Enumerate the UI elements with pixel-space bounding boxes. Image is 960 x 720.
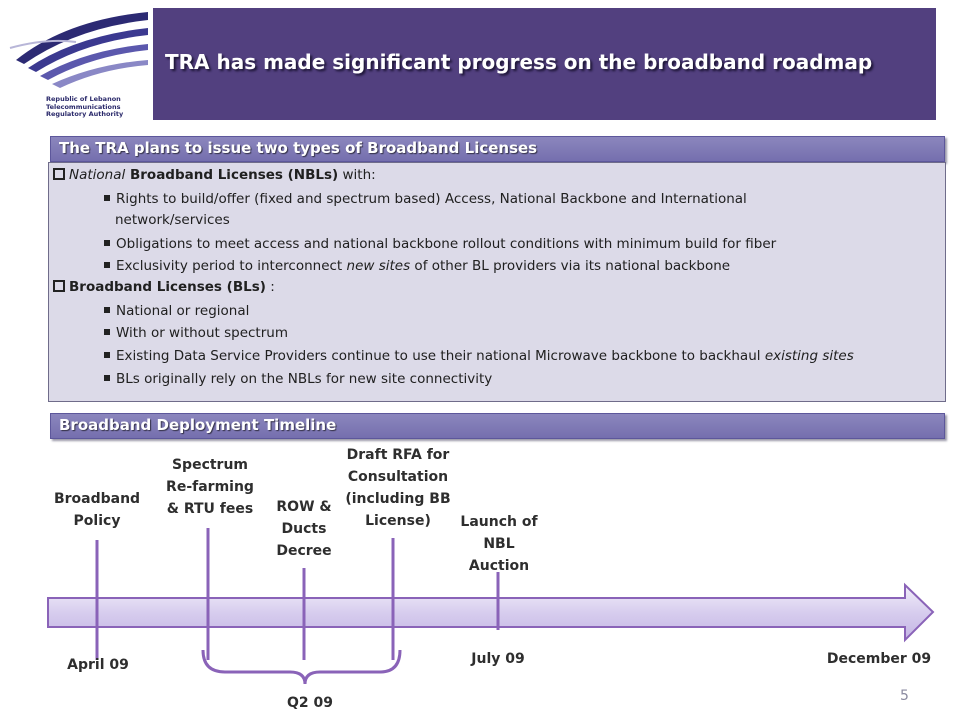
nbl-italic: National [69, 167, 126, 183]
milestone-line: Decree [276, 543, 332, 559]
milestone-draft-rfa: Draft RFA for Consultation (including BB… [334, 444, 462, 532]
milestone-line: Re-farming [166, 479, 254, 495]
square-bullet-icon [104, 262, 110, 268]
logo-text: Republic of Lebanon Telecommunications R… [46, 95, 158, 119]
nbl-item-1-cont: network/services [115, 212, 230, 228]
milestone-line: Policy [73, 513, 121, 529]
nbl-bold: Broadband Licenses (NBLs) [125, 167, 339, 183]
q2-brace [201, 649, 402, 685]
bl-item-3: Existing Data Service Providers continue… [104, 346, 854, 366]
checkbox-bullet-icon [53, 280, 65, 292]
date-july: July 09 [471, 651, 525, 667]
logo-swoosh-icon [9, 12, 148, 88]
bl-item-2-text: With or without spectrum [116, 325, 288, 341]
milestone-line: Broadband [53, 491, 141, 507]
milestone-line: ROW & [276, 499, 332, 515]
nbl-item-3-rest: of other BL providers via its national b… [410, 258, 731, 274]
nbl-item-3: Exclusivity period to interconnect new s… [104, 256, 730, 276]
date-q2: Q2 09 [287, 695, 333, 711]
bl-bold: Broadband Licenses (BLs) [69, 279, 266, 295]
milestone-line: & RTU fees [166, 501, 254, 517]
milestone-launch-nbl: Launch of NBL Auction [447, 511, 551, 577]
bl-rest: : [265, 279, 275, 295]
timeline-section-header: Broadband Deployment Timeline [50, 413, 945, 439]
bl-item-4: BLs originally rely on the NBLs for new … [104, 369, 492, 389]
checkbox-bullet-icon [53, 168, 65, 180]
milestone-line: Draft RFA for [346, 447, 450, 463]
nbl-item-3-italic: new sites [346, 258, 411, 274]
page-number: 5 [900, 688, 909, 704]
bl-item-3-italic: existing sites [764, 348, 854, 364]
milestone-row-ducts: ROW & Ducts Decree [254, 496, 354, 562]
bl-heading: Broadband Licenses (BLs) : [53, 277, 275, 297]
square-bullet-icon [104, 240, 110, 246]
nbl-rest: with: [338, 167, 376, 183]
logo-line-1: Republic of Lebanon [46, 95, 121, 103]
square-bullet-icon [104, 195, 110, 201]
milestone-line: (including BB [345, 491, 451, 507]
bl-item-3-text: Existing Data Service Providers continue… [116, 348, 765, 364]
bl-item-2: With or without spectrum [104, 323, 288, 343]
milestone-broadband-policy: Broadband Policy [42, 488, 152, 532]
milestone-line: Spectrum [171, 457, 249, 473]
date-december: December 09 [826, 651, 932, 667]
milestone-line: NBL [483, 536, 515, 552]
nbl-item-3-text: Exclusivity period to interconnect [116, 258, 347, 274]
nbl-item-1: Rights to build/offer (fixed and spectru… [104, 189, 747, 209]
nbl-item-2-text: Obligations to meet access and national … [116, 236, 777, 252]
slide-title: TRA has made significant progress on the… [165, 50, 873, 74]
milestone-spectrum: Spectrum Re-farming & RTU fees [150, 454, 270, 520]
square-bullet-icon [104, 375, 110, 381]
tra-logo: Republic of Lebanon Telecommunications R… [6, 8, 154, 122]
milestone-line: License) [365, 513, 431, 529]
milestone-line: Ducts [281, 521, 327, 537]
licenses-header-text: The TRA plans to issue two types of Broa… [59, 139, 538, 157]
logo-line-3: Regulatory Authority [46, 110, 124, 118]
licenses-content-box: National Broadband Licenses (NBLs) with:… [48, 162, 946, 402]
bl-item-1-text: National or regional [116, 303, 250, 319]
nbl-item-2: Obligations to meet access and national … [104, 234, 776, 254]
title-bar: TRA has made significant progress on the… [153, 8, 936, 120]
nbl-item-1-text: Rights to build/offer (fixed and spectru… [116, 191, 747, 207]
date-april: April 09 [67, 657, 129, 673]
timeline-header-text: Broadband Deployment Timeline [59, 416, 337, 434]
bl-item-1: National or regional [104, 301, 249, 321]
square-bullet-icon [104, 307, 110, 313]
licenses-section-header: The TRA plans to issue two types of Broa… [50, 136, 945, 162]
milestone-line: Consultation [347, 469, 449, 485]
timeline-arrow [47, 582, 935, 643]
milestone-line: Launch of [460, 514, 538, 530]
nbl-heading: National Broadband Licenses (NBLs) with: [53, 165, 376, 185]
bl-item-4-text: BLs originally rely on the NBLs for new … [116, 371, 493, 387]
milestone-line: Auction [468, 558, 530, 574]
square-bullet-icon [104, 329, 110, 335]
logo-line-2: Telecommunications [46, 102, 121, 111]
square-bullet-icon [104, 352, 110, 358]
